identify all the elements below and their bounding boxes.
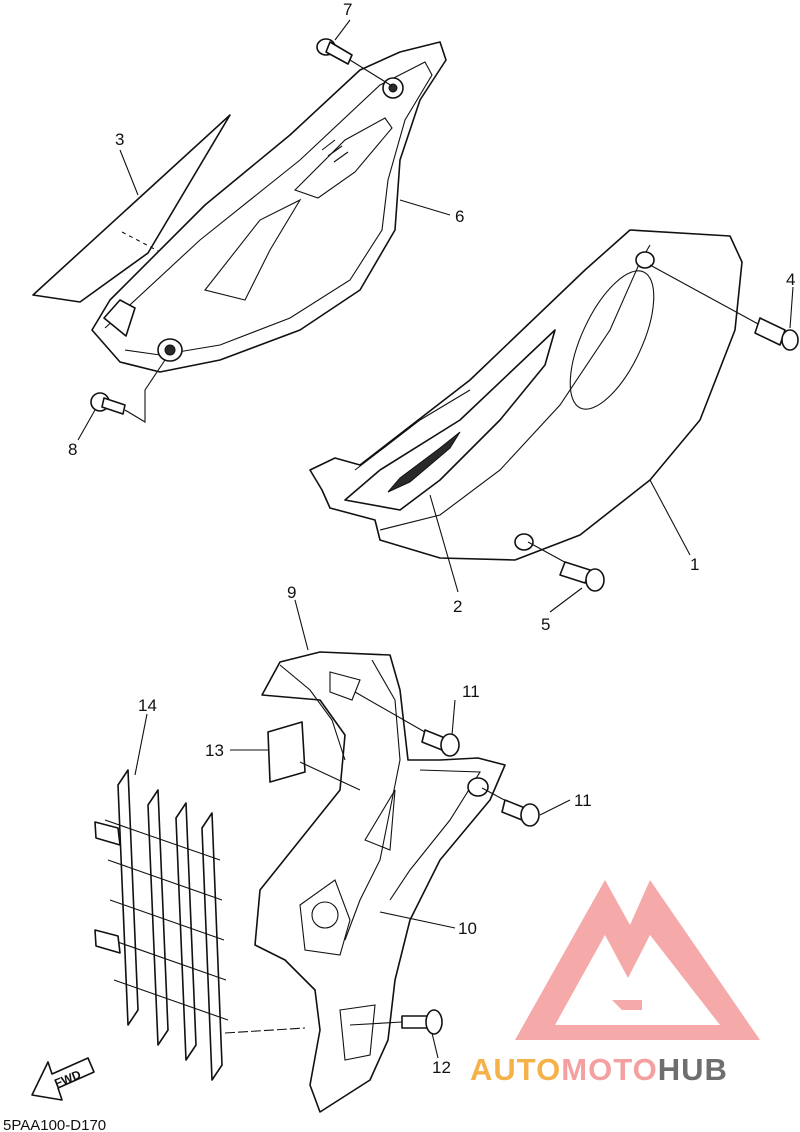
callout-7: 7 [343, 0, 352, 19]
callouts: 1 2 3 4 5 6 7 8 9 10 11 11 12 13 14 [68, 0, 795, 1077]
part-2-decal [344, 329, 556, 511]
callout-9: 9 [287, 583, 296, 602]
bolt-7 [316, 38, 393, 87]
callout-10: 10 [458, 919, 477, 938]
callout-5: 5 [541, 615, 550, 634]
callout-3: 3 [115, 130, 124, 149]
watermark-hub: HUB [658, 1052, 728, 1087]
callout-1: 1 [690, 555, 699, 574]
catalog-code: 5PAA100-D170 [3, 1117, 106, 1132]
fwd-arrow-icon: FWD [31, 1057, 95, 1101]
automotohub-logo [515, 880, 760, 1040]
callout-8: 8 [68, 440, 77, 459]
watermark-moto: MOTO [561, 1052, 657, 1087]
watermark-auto: AUTO [470, 1052, 561, 1087]
bolt-11-upper [354, 691, 460, 757]
bolt-11-lower [481, 787, 540, 827]
fwd-label: FWD [52, 1067, 83, 1090]
callout-14: 14 [138, 696, 157, 715]
callout-13: 13 [205, 741, 224, 760]
callout-12: 12 [432, 1058, 451, 1077]
callout-6: 6 [455, 207, 464, 226]
leader-lines [77, 19, 794, 1059]
bolt-8 [90, 359, 166, 423]
part-6-side-cover-upper [91, 41, 447, 373]
callout-11-lower: 11 [574, 791, 592, 810]
callout-4: 4 [786, 270, 795, 289]
bolt-12 [349, 1009, 443, 1035]
part-14-radiator-guard [94, 769, 306, 1081]
part-13-pad [230, 721, 361, 791]
part-10-air-scoop [254, 651, 506, 1113]
bolt-4 [649, 264, 799, 351]
callout-11-upper: 11 [462, 682, 480, 701]
bolt-5 [527, 541, 605, 592]
callout-2: 2 [453, 597, 462, 616]
watermark-text: AUTOMOTOHUB [470, 1052, 728, 1087]
